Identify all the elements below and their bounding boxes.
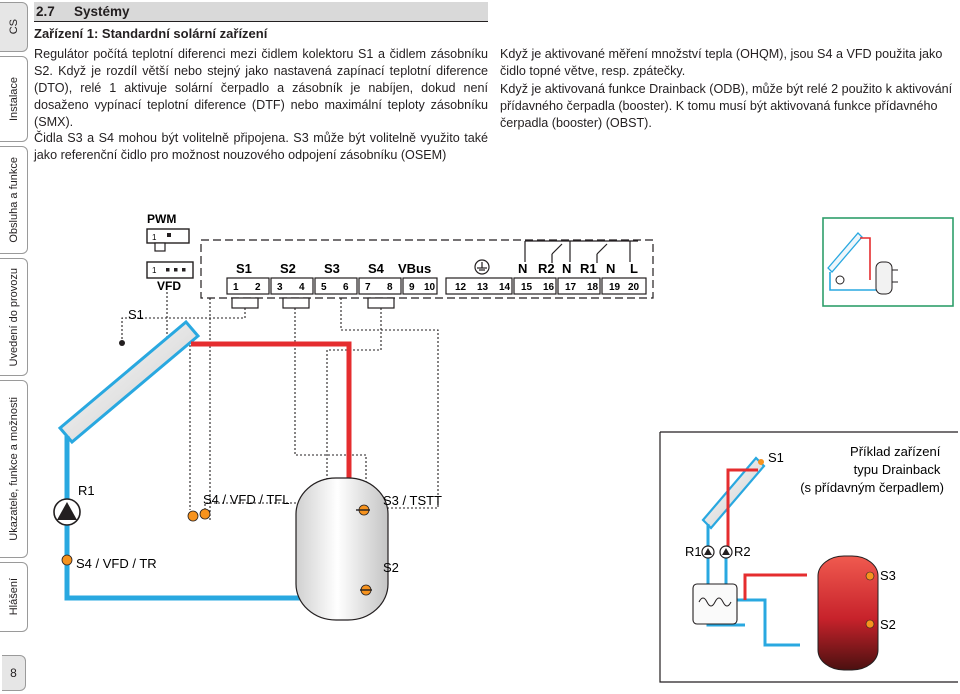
- drainback-tank: [817, 555, 879, 671]
- tab-label: Ukazatele, funkce a možnosti: [7, 397, 20, 541]
- terminal-number: 6: [343, 282, 349, 293]
- terminal-number: 8: [387, 282, 393, 293]
- page-number: 8: [2, 655, 26, 691]
- controller-outline: [200, 239, 654, 299]
- sensors-paragraph: Čidla S3 a S4 mohou být volitelně připoj…: [34, 131, 488, 162]
- terminal-group-label: N: [518, 261, 527, 276]
- cold-pipe: [64, 436, 336, 601]
- tab-instalace[interactable]: Instalace: [0, 56, 28, 142]
- sensor-dots: [61, 504, 372, 596]
- db-s3-label: S3: [880, 568, 896, 583]
- r2-pump-icon: [719, 545, 733, 559]
- terminal-number: 5: [321, 282, 327, 293]
- terminal-group-label: S4: [368, 261, 385, 276]
- hot-pipe: [191, 341, 352, 581]
- pwm-label: PWM: [147, 212, 176, 226]
- terminal-number: 4: [299, 282, 305, 293]
- ground-icon: [474, 259, 490, 275]
- terminal-number: 16: [543, 282, 555, 293]
- description-paragraph: Regulátor počítá teplotní diferenci mezi…: [34, 47, 488, 129]
- tab-uvedeni-do-provozu[interactable]: Uvedení do provozu: [0, 258, 28, 376]
- vfd-connector: [146, 261, 194, 279]
- tab-label: CS: [7, 19, 20, 35]
- tab-label: Uvedení do provozu: [7, 267, 20, 367]
- terminal-number: 9: [409, 282, 415, 293]
- drainback-title: Příklad zařízení typu Drainback (s přída…: [800, 444, 944, 495]
- terminal-group-label: VBus: [398, 261, 431, 276]
- s4-vfd-tr-label: S4 / VFD / TR: [76, 556, 157, 571]
- terminal-group-label: R1: [580, 261, 597, 276]
- tab-hlaseni[interactable]: Hlášení: [0, 562, 28, 632]
- terminal-group-label: S3: [324, 261, 340, 276]
- drainback-vessel: [692, 583, 738, 625]
- drainback-paragraph: Když je aktivovaná funkce Drainback (ODB…: [500, 82, 953, 130]
- pwm-pin: 1: [152, 233, 157, 242]
- solar-collector: [57, 319, 201, 445]
- r1-label: R1: [78, 483, 95, 498]
- system-icon-frame: [822, 217, 954, 307]
- s1-label: S1: [128, 307, 144, 322]
- drainback-frame: [659, 432, 958, 683]
- drainback-collector: [701, 456, 766, 530]
- db-s2-label: S2: [880, 617, 896, 632]
- terminal-group-label: S2: [280, 261, 296, 276]
- db-r1-label: R1: [685, 544, 702, 559]
- relay-contacts-icon: [524, 240, 638, 263]
- terminal-number: 2: [255, 282, 261, 293]
- terminal-number: 7: [365, 282, 371, 293]
- tab-ukazatele[interactable]: Ukazatele, funkce a možnosti: [0, 380, 28, 558]
- terminal-number: 15: [521, 282, 533, 293]
- terminal-number: 13: [477, 282, 489, 293]
- system-subtitle: Zařízení 1: Standardní solární zařízení: [34, 26, 268, 41]
- tab-cs[interactable]: CS: [0, 2, 28, 52]
- terminal-number: 14: [499, 282, 511, 293]
- s4-vfd-tfl-label: S4 / VFD / TFL: [203, 492, 289, 507]
- tab-label: Hlášení: [7, 578, 20, 616]
- db-s1-label: S1: [768, 450, 784, 465]
- terminal-number: 20: [628, 282, 640, 293]
- section-number: 2.7: [36, 4, 55, 19]
- side-tab-bar: CS Instalace Obsluha a funkce Uvedení do…: [0, 0, 28, 694]
- tab-label: Obsluha a funkce: [7, 157, 20, 243]
- terminal-group-label: R2: [538, 261, 555, 276]
- terminal-number: 19: [609, 282, 621, 293]
- terminal-group-label: S1: [236, 261, 252, 276]
- heat-quantity-paragraph: Když je aktivované měření množství tepla…: [500, 47, 943, 78]
- db-r2-label: R2: [734, 544, 751, 559]
- terminal-group-label: N: [562, 261, 571, 276]
- terminal-number: 3: [277, 282, 283, 293]
- sensor-cables: [121, 292, 439, 588]
- terminal-group-label: N: [606, 261, 615, 276]
- tab-obsluha-a-funkce[interactable]: Obsluha a funkce: [0, 146, 28, 254]
- vfd-label: VFD: [157, 279, 181, 293]
- terminal-number: 18: [587, 282, 599, 293]
- terminal-number: 17: [565, 282, 577, 293]
- r1-pump-icon: [701, 545, 715, 559]
- s3-tstt-label: S3 / TSTT: [383, 493, 442, 508]
- pwm-connector: [146, 228, 190, 244]
- heat-exchanger-coil: [318, 536, 344, 590]
- terminal-number: 10: [424, 282, 436, 293]
- tab-label: Instalace: [7, 76, 20, 122]
- section-header: 2.7 Systémy: [34, 2, 488, 22]
- vfd-pin: 1: [152, 266, 157, 275]
- terminal-group-label: L: [630, 261, 638, 276]
- terminal-number: 1: [233, 282, 239, 293]
- terminal-number: 12: [455, 282, 467, 293]
- section-title: Systémy: [74, 4, 130, 19]
- storage-tank: [295, 477, 389, 621]
- pump-icon: [53, 498, 81, 526]
- s2-label: S2: [383, 560, 399, 575]
